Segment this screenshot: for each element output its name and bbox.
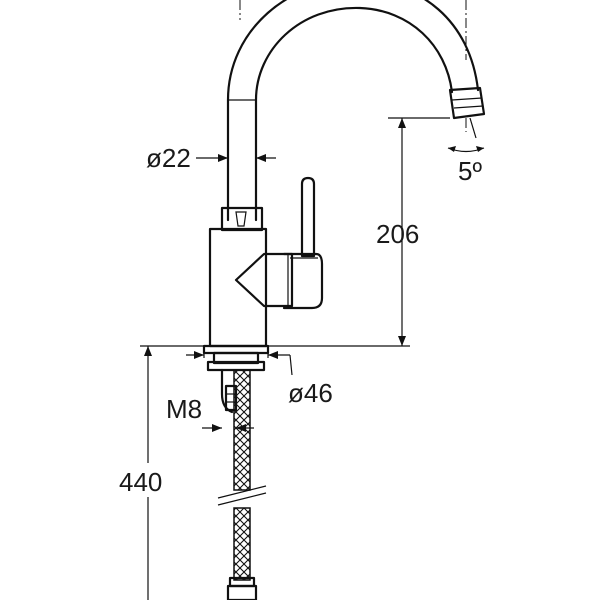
thread-label: M8 [166, 394, 202, 424]
hose-length-label: 440 [119, 467, 162, 497]
base-diameter-label: ø46 [288, 378, 333, 408]
hose-length-dimension: 440 [116, 345, 204, 600]
thread-dimension: M8 [166, 394, 254, 432]
spout-diameter-dimension: ø22 [146, 143, 276, 173]
spout-height-label: 206 [376, 219, 419, 249]
faucet-body [208, 176, 324, 348]
spout-height-dimension: 206 [266, 117, 450, 347]
spout-diameter-label: ø22 [146, 143, 191, 173]
spout-angle-label: 5º [458, 156, 482, 186]
spout-angle-dimension: 5º [447, 146, 485, 186]
spout [220, 0, 486, 232]
base-diameter-dimension: ø46 [186, 346, 333, 408]
center-lines [239, 0, 477, 139]
